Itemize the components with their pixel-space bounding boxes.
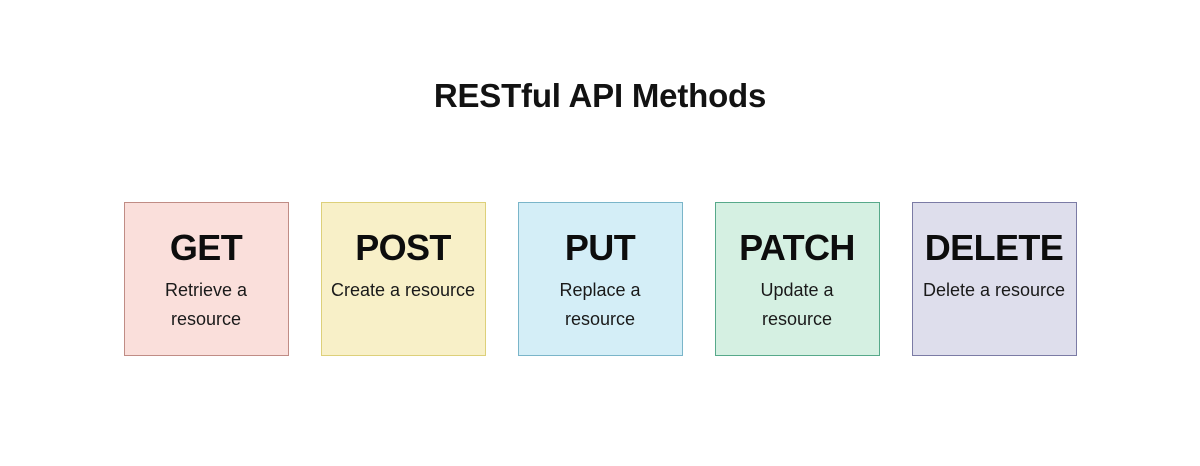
page-title: RESTful API Methods xyxy=(433,77,767,114)
method-card-post[interactable]: POST Create a resource xyxy=(320,202,486,356)
method-name-post: POST xyxy=(355,227,451,268)
method-name-delete: DELETE xyxy=(924,227,1064,268)
method-card-delete[interactable]: DELETE Delete a resource xyxy=(911,202,1077,356)
method-description-get: Retrieve a resource xyxy=(164,280,248,329)
method-card-get[interactable]: GET Retrieve a resource xyxy=(123,202,289,356)
method-name-get: GET xyxy=(169,227,243,268)
method-card-patch[interactable]: PATCH Update a resource xyxy=(714,202,880,356)
method-name-patch: PATCH xyxy=(739,227,855,268)
method-description-patch: Update a resource xyxy=(760,280,834,329)
method-card-put[interactable]: PUT Replace a resource xyxy=(517,202,683,356)
method-cards-row: GET Retrieve a resource POST Create a re… xyxy=(0,202,1200,356)
method-description-delete: Delete a resource xyxy=(922,280,1066,300)
method-name-put: PUT xyxy=(564,227,636,268)
method-description-put: Replace a resource xyxy=(559,280,641,329)
method-description-post: Create a resource xyxy=(330,280,476,300)
